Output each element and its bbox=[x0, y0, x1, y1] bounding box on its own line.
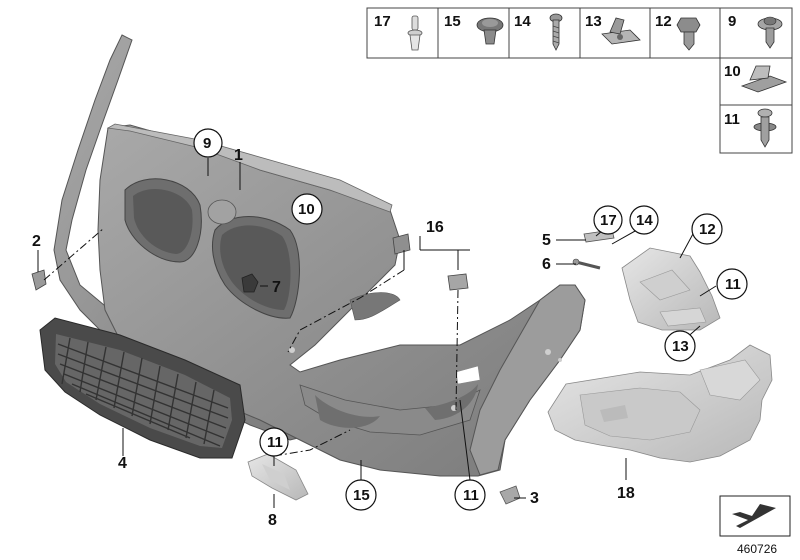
callout-17: 17 bbox=[600, 212, 617, 229]
direction-arrow-icon bbox=[732, 504, 776, 528]
mounting-bracket bbox=[621, 247, 721, 331]
table-label-13: 13 bbox=[585, 13, 602, 30]
callout-7: 7 bbox=[272, 279, 281, 296]
table-label-9: 9 bbox=[728, 13, 736, 30]
table-label-11: 11 bbox=[724, 111, 740, 128]
callout-4: 4 bbox=[118, 455, 127, 472]
spring-clip-icon bbox=[740, 65, 788, 93]
table-label-12: 12 bbox=[655, 13, 672, 30]
callout-11-left: 11 bbox=[267, 434, 283, 451]
callout-14: 14 bbox=[636, 212, 653, 229]
tow-hook-cover-part-3 bbox=[499, 485, 521, 505]
callout-9: 9 bbox=[203, 135, 211, 152]
bracket-part-8 bbox=[247, 453, 309, 501]
callout-12: 12 bbox=[699, 221, 716, 238]
table-label-14: 14 bbox=[514, 13, 531, 30]
image-code: 460726 bbox=[737, 542, 777, 556]
callout-2: 2 bbox=[32, 233, 41, 250]
table-label-17: 17 bbox=[374, 13, 391, 30]
rivet-icon bbox=[407, 15, 423, 51]
callout-1: 1 bbox=[234, 147, 243, 164]
callout-6: 6 bbox=[542, 256, 551, 273]
callout-5: 5 bbox=[542, 232, 551, 249]
callout-8: 8 bbox=[268, 512, 277, 529]
screw-part-6 bbox=[572, 258, 601, 270]
callout-3: 3 bbox=[530, 490, 539, 507]
table-label-10: 10 bbox=[724, 63, 741, 80]
clip-nut-icon bbox=[601, 17, 641, 45]
callout-11-bottom: 11 bbox=[463, 487, 479, 504]
callouts: 1 9 10 2 7 16 4 5 6 17 14 12 11 13 11 8 … bbox=[32, 128, 748, 529]
callout-16: 16 bbox=[426, 219, 444, 236]
callout-13: 13 bbox=[672, 338, 689, 355]
callout-15: 15 bbox=[353, 487, 370, 504]
direction-arrow-box bbox=[719, 495, 791, 537]
body-screw-icon bbox=[753, 108, 777, 148]
hex-screw-icon bbox=[676, 17, 701, 51]
lower-grille bbox=[39, 317, 246, 459]
callout-11-right: 11 bbox=[725, 276, 741, 293]
callout-10: 10 bbox=[298, 201, 315, 218]
air-duct-part-18 bbox=[547, 344, 773, 463]
washer-screw-icon bbox=[757, 16, 783, 49]
bracket-part-2 bbox=[31, 269, 47, 291]
fastener-table: 17 15 14 13 12 9 10 11 bbox=[366, 7, 793, 154]
screw-icon bbox=[549, 13, 563, 51]
plastic-nut-icon bbox=[476, 17, 504, 45]
bracket-part-16 bbox=[392, 233, 469, 291]
grille-mesh bbox=[57, 337, 229, 447]
clip-part-7 bbox=[241, 273, 259, 293]
callout-18: 18 bbox=[617, 485, 635, 502]
table-label-15: 15 bbox=[444, 13, 461, 30]
